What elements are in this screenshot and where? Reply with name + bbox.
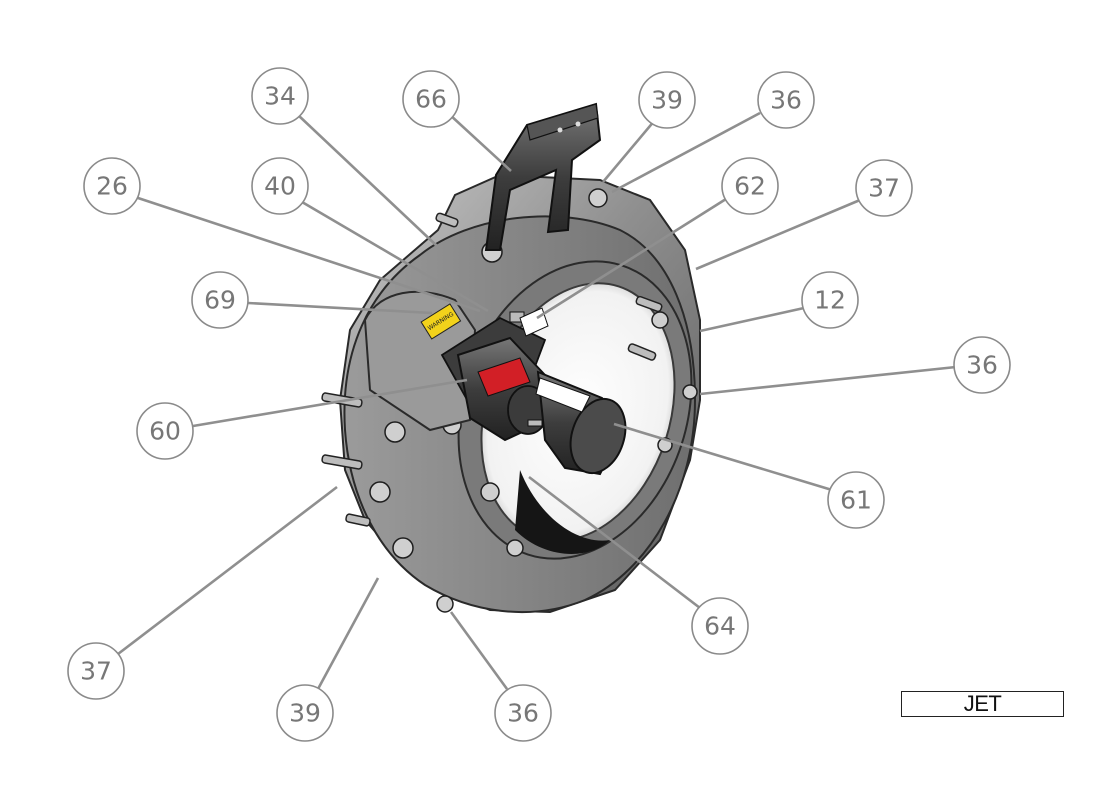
balloon-62-text: 62 [734, 172, 766, 201]
leader-36-top [611, 111, 761, 194]
leader-lines [117, 111, 957, 690]
balloon-39-bottom: 39 [276, 684, 334, 742]
balloons: 34 66 39 36 26 40 62 37 [67, 67, 1011, 742]
leader-37-left [117, 485, 338, 656]
leader-36-right [699, 365, 957, 396]
balloon-64-text: 64 [704, 612, 736, 641]
balloon-64: 64 [691, 597, 749, 655]
balloon-39-top: 39 [638, 71, 696, 129]
balloon-37-left-text: 37 [80, 657, 112, 686]
leader-39-top [602, 119, 656, 183]
balloon-34: 34 [251, 67, 309, 125]
leader-69 [247, 301, 433, 315]
flange-studs [321, 212, 663, 527]
balloon-36-right: 36 [953, 336, 1011, 394]
balloon-39-bottom-text: 39 [289, 699, 321, 728]
leader-61 [613, 422, 833, 492]
balloon-61-text: 61 [840, 486, 872, 515]
leader-66 [448, 113, 512, 172]
balloon-62: 62 [721, 157, 779, 215]
balloon-66-text: 66 [415, 85, 447, 114]
drawing-label-text: JET [963, 691, 1002, 716]
balloon-36-bottom-text: 36 [507, 699, 539, 728]
balloon-37-right-text: 37 [868, 174, 900, 203]
starter-white-label [535, 377, 591, 413]
leader-26 [134, 195, 481, 313]
leader-36-bottom [449, 611, 509, 690]
balloon-12: 12 [801, 271, 859, 329]
starter-motor [440, 307, 627, 476]
balloon-61: 61 [827, 471, 885, 529]
balloon-26-text: 26 [96, 172, 128, 201]
starter-red-label [477, 357, 531, 397]
leader-60 [192, 378, 468, 428]
balloon-69: 69 [191, 271, 249, 329]
balloon-66: 66 [402, 70, 460, 128]
balloon-26: 26 [83, 157, 141, 215]
balloon-36-bottom: 36 [494, 684, 552, 742]
balloon-40: 40 [251, 157, 309, 215]
warning-decal: WARNING [420, 303, 462, 340]
housing-interior-shadow [515, 470, 610, 554]
leader-40 [301, 200, 489, 313]
leader-34 [297, 114, 438, 247]
balloon-37-left: 37 [67, 642, 125, 700]
balloon-60: 60 [136, 402, 194, 460]
leader-62 [536, 197, 727, 320]
leader-37-right [695, 198, 861, 271]
balloon-36-right-text: 36 [966, 351, 998, 380]
balloon-12-text: 12 [814, 286, 846, 315]
leader-64 [528, 475, 701, 610]
balloon-40-text: 40 [264, 172, 296, 201]
balloon-34-text: 34 [264, 82, 296, 111]
balloon-60-text: 60 [149, 417, 181, 446]
balloon-36-top-text: 36 [770, 86, 802, 115]
balloon-39-top-text: 39 [651, 86, 683, 115]
balloon-36-top: 36 [757, 71, 815, 129]
balloon-37-right: 37 [855, 159, 913, 217]
drawing-label-box: JET [901, 691, 1064, 717]
leader-39-bottom [316, 577, 380, 690]
leader-12 [699, 306, 805, 333]
sensor-bracket [484, 102, 602, 251]
balloon-69-text: 69 [204, 286, 236, 315]
